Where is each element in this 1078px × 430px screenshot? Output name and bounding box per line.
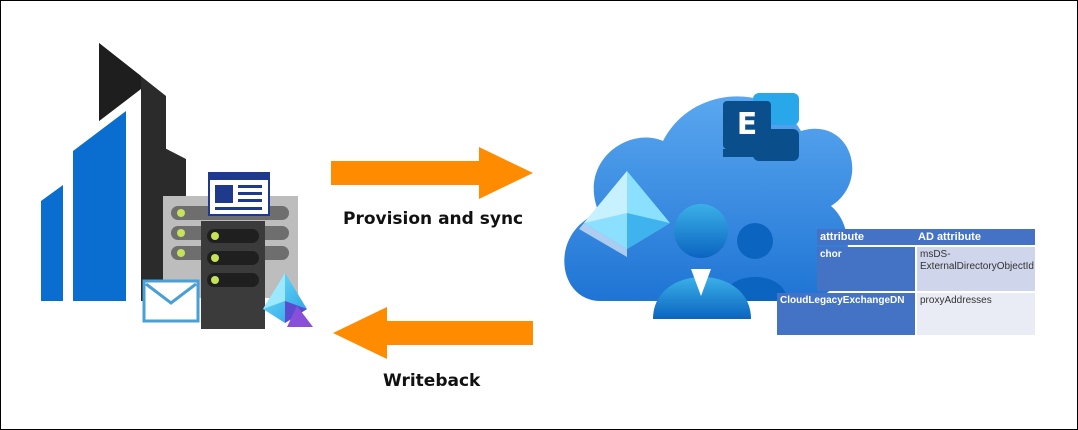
- table-row-1-ad: msDS-ExternalDirectoryObjectId: [917, 247, 1035, 291]
- users-icon: [653, 204, 787, 319]
- web-page-icon: [208, 172, 270, 216]
- entra-connect-icon: [263, 273, 313, 327]
- entra-id-icon: [579, 171, 670, 257]
- provision-and-sync-label: Provision and sync: [343, 209, 524, 229]
- provision-arrow: [331, 147, 533, 199]
- mail-icon: [142, 279, 200, 323]
- table-header-cloud: attribute: [817, 229, 915, 245]
- on-premises-building-icon: [41, 43, 186, 301]
- table-row-1-cloud: chor: [817, 247, 915, 291]
- writeback-label: Writeback: [383, 371, 481, 391]
- table-row-2-cloud: CloudLegacyExchangeDN: [777, 293, 915, 335]
- attribute-mapping-table: attribute AD attribute chor msDS-Externa…: [777, 229, 1035, 335]
- exchange-letter: E: [736, 107, 758, 142]
- table-row-2-ad: proxyAddresses: [917, 293, 1035, 335]
- table-header-ad: AD attribute: [915, 229, 1035, 245]
- writeback-arrow: [333, 307, 533, 359]
- exchange-icon: [723, 93, 799, 161]
